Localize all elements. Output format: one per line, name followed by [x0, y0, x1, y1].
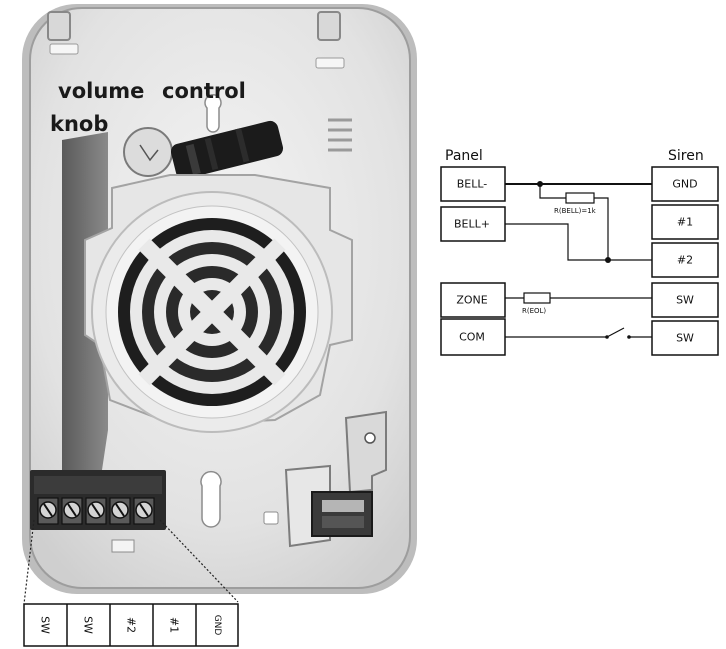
wire-rbell-branch [539, 184, 566, 199]
top-tab-left [47, 11, 71, 41]
siren-term-sw-2: SW [676, 332, 694, 345]
keyhole-bottom [200, 470, 222, 528]
legend-term-2: SW [82, 616, 95, 634]
siren-term-gnd: GND [672, 178, 697, 191]
volume-control-knob [170, 120, 284, 180]
siren-term-1: #1 [677, 216, 693, 229]
terminal-block [30, 470, 166, 530]
wiring-diagram: Panel Siren BELL- BELL+ ZONE COM GND #1 … [440, 148, 719, 356]
keyhole-top [204, 93, 222, 133]
top-slot-left [49, 43, 79, 55]
speaker-grille [91, 191, 333, 433]
label-volume: volume [58, 79, 144, 103]
wire-rbell-to-node [594, 197, 609, 260]
resistor-bell [565, 192, 595, 204]
siren-terminal-block [651, 166, 719, 356]
label-resistor-eol: R(EOL) [522, 307, 546, 315]
switch-lever [606, 327, 625, 338]
panel-term-bell-plus: BELL+ [454, 218, 490, 231]
leader-line-right [159, 519, 239, 603]
legend-term-1: SW [39, 616, 52, 634]
label-knob: knob [50, 112, 108, 136]
volume-pot-mark [139, 144, 159, 162]
panel-term-zone: ZONE [456, 294, 487, 307]
panel-terminal-block-top [440, 166, 506, 242]
legend-term-3: #2 [125, 617, 138, 633]
panel-header: Panel [445, 148, 483, 164]
panel-term-bell-minus: BELL- [457, 178, 488, 191]
siren-term-2: #2 [677, 254, 693, 267]
label-control: control [162, 79, 246, 103]
legend-term-5: GND [212, 615, 222, 636]
tamper-switch [311, 491, 373, 537]
siren-term-sw-1: SW [676, 294, 694, 307]
junction-node-2 [605, 257, 611, 263]
volume-pot-base [123, 127, 173, 177]
panel-terminal-block-bottom [440, 282, 506, 356]
legend-term-4: #1 [168, 617, 181, 633]
siren-housing-photo [22, 4, 417, 605]
cable-notch [111, 539, 135, 553]
wire-bell-plus [505, 223, 652, 261]
top-tab-right [317, 11, 341, 41]
small-mount-hole [263, 511, 279, 525]
vent-slots [328, 118, 352, 152]
resistor-eol [523, 292, 551, 304]
panel-term-com: COM [459, 331, 485, 344]
siren-header: Siren [668, 148, 704, 164]
terminal-legend: SW SW #2 #1 GND [23, 603, 239, 647]
top-slot-right [315, 57, 345, 69]
label-resistor-bell: R(BELL)=1k [554, 207, 597, 215]
